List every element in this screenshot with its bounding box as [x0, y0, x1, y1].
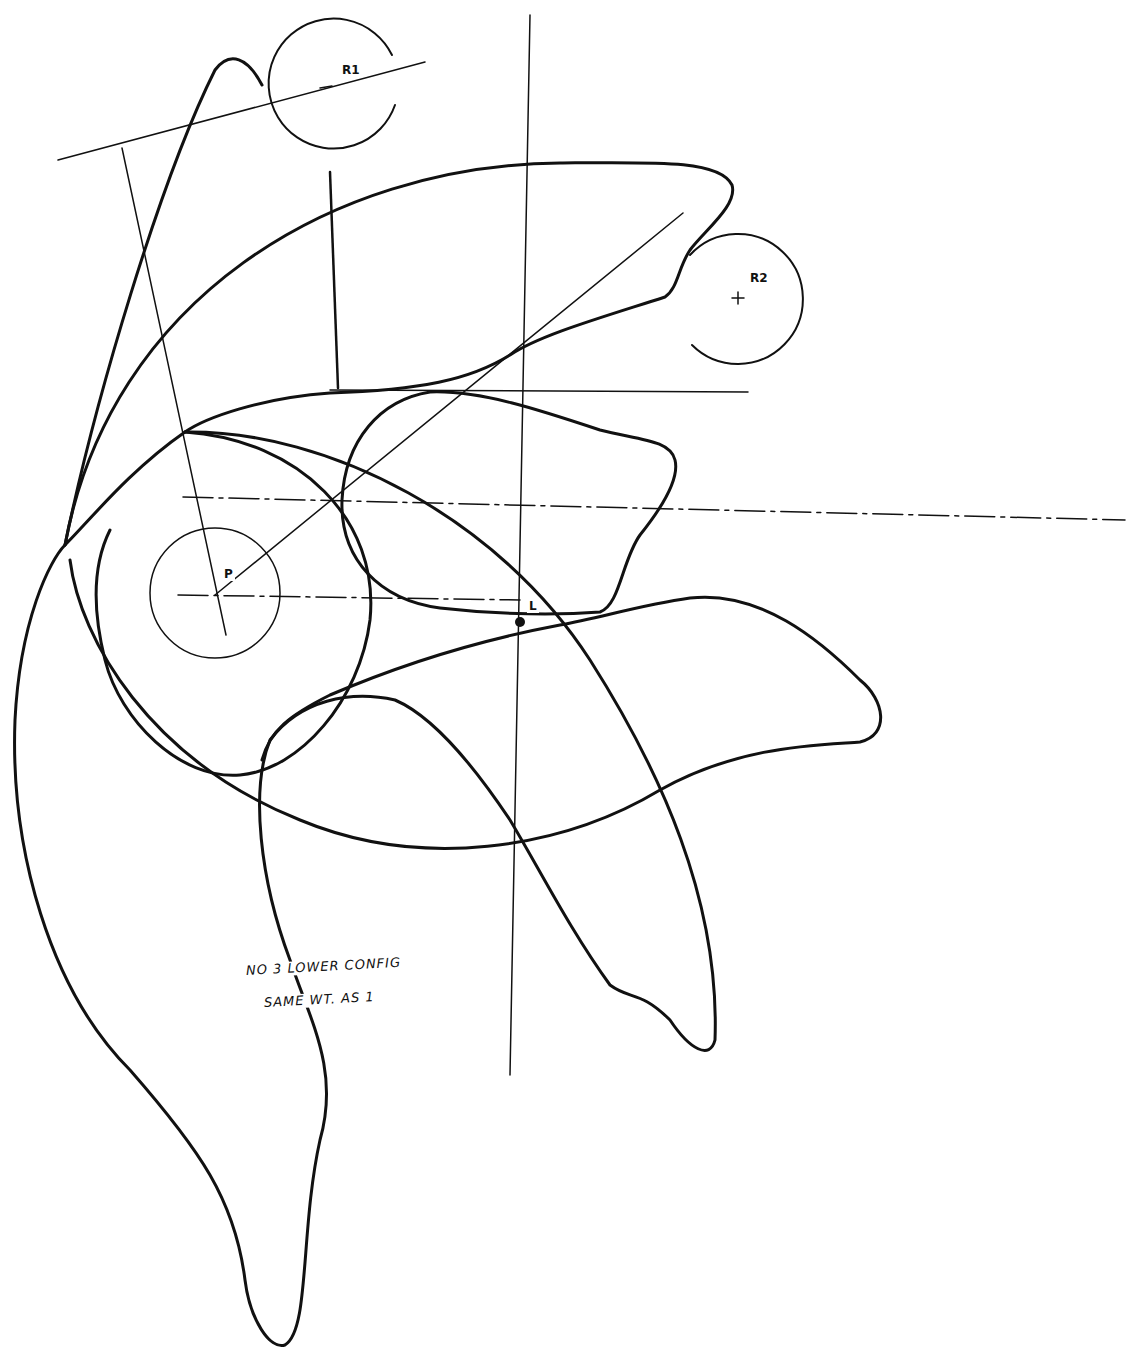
blade-outline [70, 560, 881, 848]
drawing-note: SAME WT. AS 1 [262, 990, 377, 1010]
point-label: R1 [340, 64, 362, 77]
drawing-note: NO 3 LOWER CONFIG [244, 956, 404, 979]
centre-mark [320, 86, 332, 88]
radius-circle [269, 19, 395, 149]
swirl-outline [96, 432, 371, 775]
point-label: R2 [748, 272, 770, 285]
dimension-line [178, 595, 520, 600]
blade-outline [65, 59, 262, 545]
profile-line [330, 172, 338, 388]
point-label: P [222, 568, 235, 581]
point-mark [515, 617, 525, 627]
pivot-circle [150, 528, 280, 658]
tangent-line [58, 62, 425, 160]
centre-mark [737, 292, 739, 304]
radius-line [215, 213, 683, 595]
radius-line [122, 148, 226, 635]
blade-outline [342, 392, 676, 614]
point-label: L [527, 600, 539, 613]
radius-circle [690, 234, 803, 364]
vertical-axis [510, 15, 530, 1075]
